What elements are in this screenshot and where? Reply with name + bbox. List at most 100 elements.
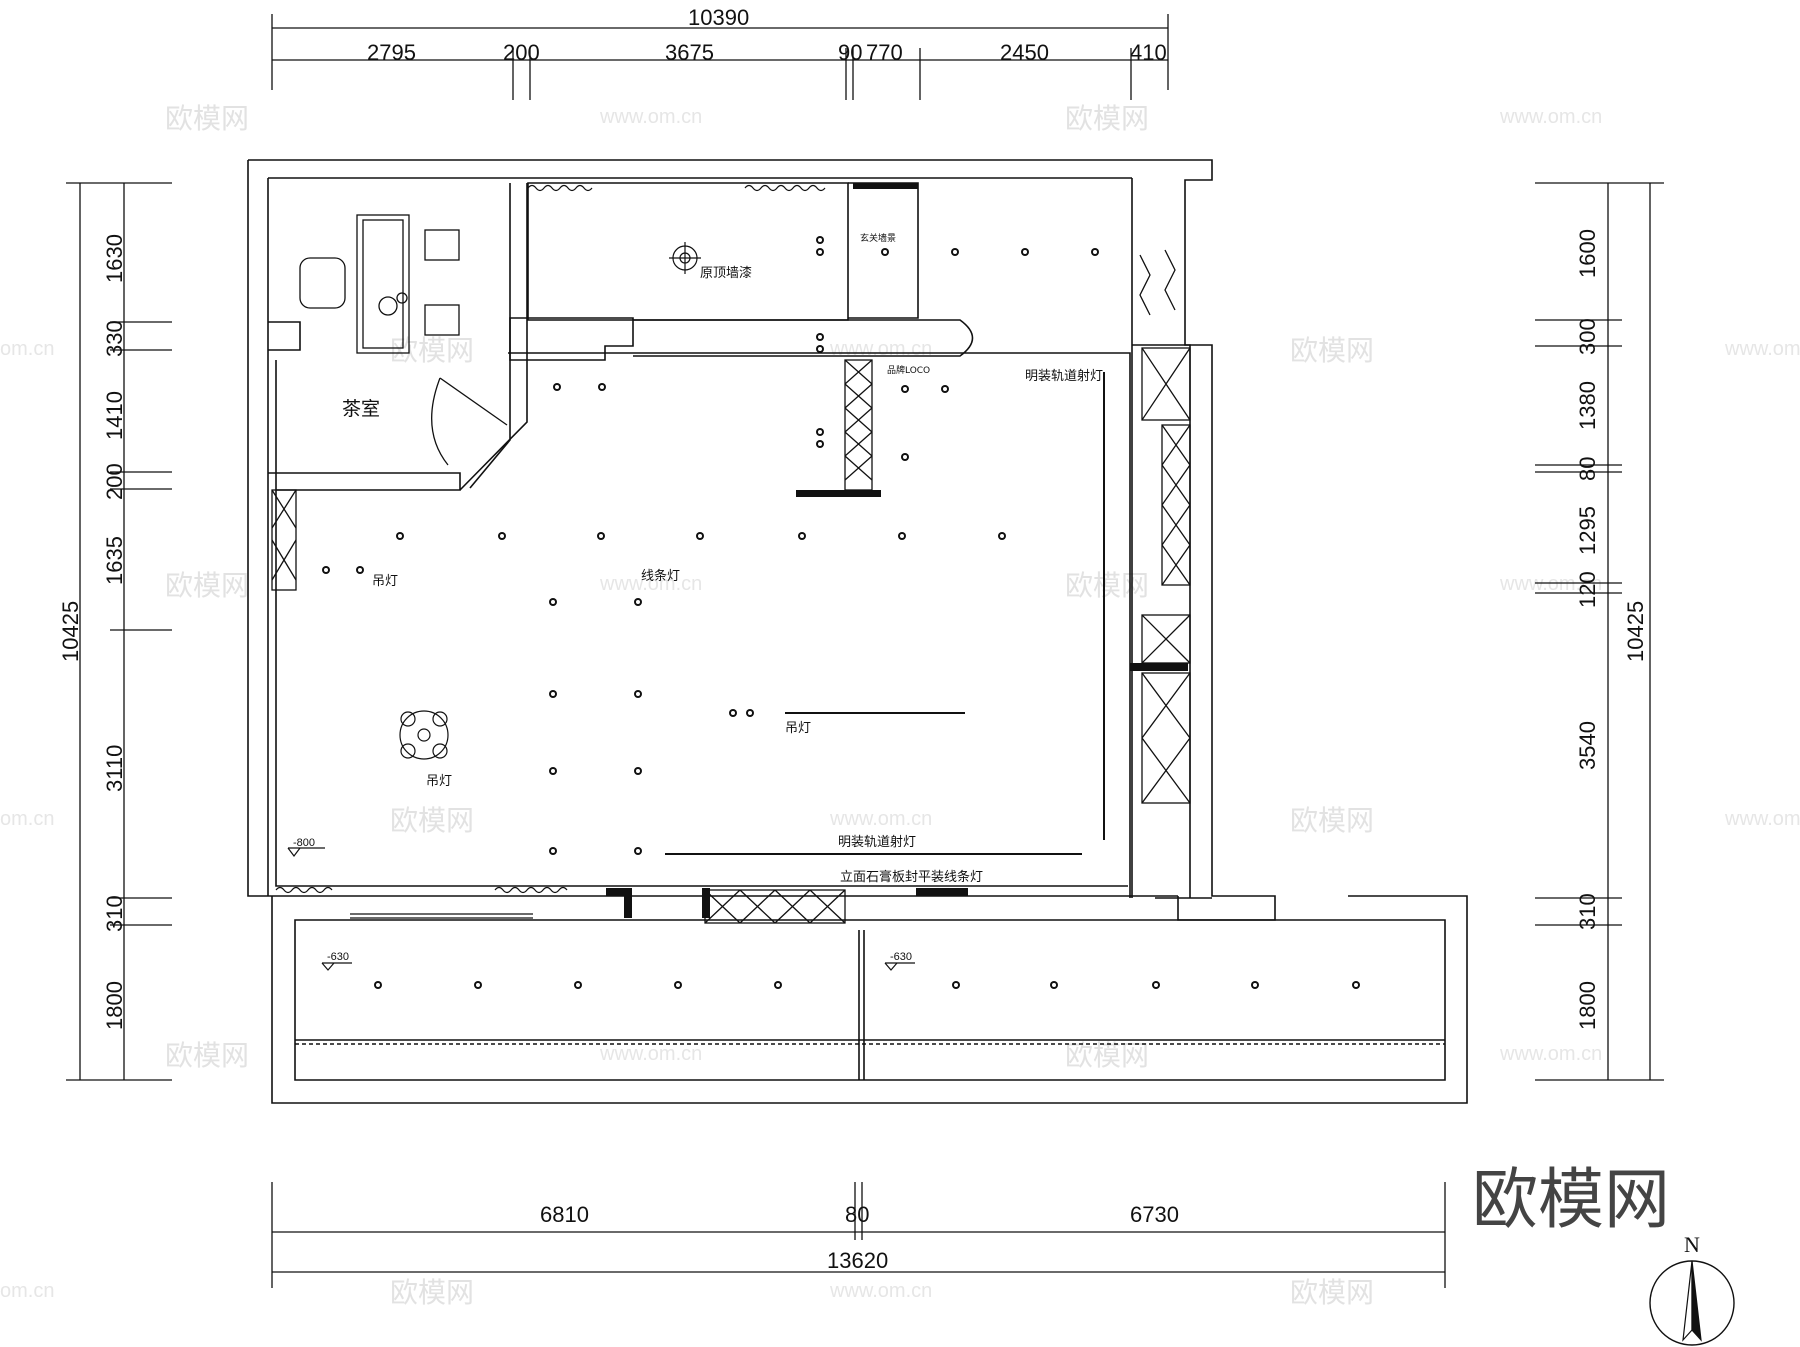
watermark-url: om.cn (0, 1280, 54, 1302)
downlight-icon-center (900, 534, 904, 538)
watermark-brand: 欧模网 (390, 1276, 474, 1309)
watermark-url: www.om.cn (599, 106, 702, 128)
curtains (275, 184, 826, 919)
downlight-icon-center (555, 385, 559, 389)
label-track-spotlight-bottom: 明装轨道射灯 (838, 834, 916, 850)
label-entrance-wall: 玄关墙景 (860, 232, 896, 244)
downlight-icon-center (551, 692, 555, 696)
downlight-icon-center (903, 387, 907, 391)
dim-top-segment: 90 (838, 40, 862, 65)
track-lights (665, 372, 1105, 855)
dim-right-segment: 1600 (1575, 229, 1600, 278)
dim-left-segment: 1410 (102, 391, 127, 440)
watermark-url: www.om.cn (599, 573, 702, 595)
dim-top-segment: 3675 (665, 40, 714, 65)
label-pendant-lamp-center: 吊灯 (785, 721, 811, 736)
downlight-icon-center (818, 335, 822, 339)
dim-left-segment: 200 (102, 463, 127, 500)
dim-right-segment: 310 (1575, 893, 1600, 930)
dim-left-segment: 330 (102, 320, 127, 357)
watermark-brand: 欧模网 (1290, 804, 1374, 837)
watermark-brand: 欧模网 (390, 804, 474, 837)
watermark-url: www.om.cn (1724, 338, 1800, 360)
downlight-icon-center (576, 983, 580, 987)
brand-logo: 欧模网 (1472, 1161, 1670, 1238)
watermark-url: www.om.cn (829, 808, 932, 830)
downlight-icon-center (776, 983, 780, 987)
dim-top-segment: 2450 (1000, 40, 1049, 65)
downlight-icon-center (551, 600, 555, 604)
downlight-icon-center (676, 983, 680, 987)
watermark-url: www.om.cn (1499, 1043, 1602, 1065)
watermark-url: www.om.cn (1499, 573, 1602, 595)
dim-bottom-segment: 80 (845, 1202, 869, 1227)
downlight-icon-center (599, 534, 603, 538)
top-dimension-chain (271, 14, 1169, 100)
downlight-icon-center (636, 692, 640, 696)
dim-right-total: 10425 (1623, 601, 1648, 662)
watermark-url: www.om.cn (829, 338, 932, 360)
watermark-brand: 欧模网 (390, 334, 474, 367)
downlight-icon-center (358, 568, 362, 572)
downlight-icon-center (551, 849, 555, 853)
dim-top-total: 10390 (688, 5, 749, 30)
elevation-main: -800 (293, 837, 315, 849)
watermark-url: www.om.cn (599, 1043, 702, 1065)
downlight-icon-center (636, 769, 640, 773)
dim-right-segment: 3540 (1575, 721, 1600, 770)
elevation-balcony-left: -630 (327, 951, 349, 963)
label-line-lamp: 线条灯 (641, 568, 680, 584)
downlight-icon-center (731, 711, 735, 715)
dim-left-segment: 1635 (102, 536, 127, 585)
cabinets (271, 347, 1191, 924)
dim-bottom-segment: 6730 (1130, 1202, 1179, 1227)
downlight-icon-center (636, 600, 640, 604)
watermark-brand: 欧模网 (165, 1039, 249, 1072)
downlight-icon-center (943, 387, 947, 391)
watermark-url: om.cn (0, 338, 54, 360)
downlight-icon-center (1253, 983, 1257, 987)
watermark-url: om.cn (0, 808, 54, 830)
downlight-icon-center (883, 250, 887, 254)
dim-left-segment: 310 (102, 895, 127, 932)
north-label: N (1684, 1232, 1700, 1257)
dim-bottom-segment: 6810 (540, 1202, 589, 1227)
dim-right-segment: 1295 (1575, 506, 1600, 555)
watermark-brand: 欧模网 (1065, 102, 1149, 135)
dim-left-segment: 3110 (102, 745, 127, 792)
folding-door (1139, 249, 1176, 316)
watermark-brand: 欧模网 (1290, 334, 1374, 367)
label-facade-gypsum-line-lamp: 立面石膏板封平装线条灯 (840, 869, 983, 885)
downlight-icon-center (800, 534, 804, 538)
downlight-icon-center (551, 769, 555, 773)
downlight-icon-center (818, 238, 822, 242)
downlight-icon-center (1154, 983, 1158, 987)
dim-top-segment: 770 (866, 40, 903, 65)
downlight-icon-center (476, 983, 480, 987)
downlight-icon-center (398, 534, 402, 538)
downlight-icon-center (698, 534, 702, 538)
downlight-icon-center (1052, 983, 1056, 987)
downlight-icon-center (600, 385, 604, 389)
downlight-icon-center (818, 347, 822, 351)
building-walls (247, 159, 1468, 1104)
tea-table-set (299, 214, 460, 354)
dim-left-segment: 1630 (102, 234, 127, 283)
spotlight-group (322, 236, 1360, 989)
downlight-icon-center (954, 983, 958, 987)
downlight-icon-center (1023, 250, 1027, 254)
dim-right-segment: 1800 (1575, 981, 1600, 1030)
dim-top-segment: 410 (1130, 40, 1167, 65)
bottom-dimension-chain (271, 1182, 1446, 1288)
label-pendant-lamp-table: 吊灯 (426, 774, 452, 789)
dim-top-segment: 2795 (367, 40, 416, 65)
chandelier-fixture (399, 710, 449, 760)
dim-left-total: 10425 (58, 601, 83, 662)
watermark-brand: 欧模网 (1065, 569, 1149, 602)
dim-right-segment: 80 (1575, 457, 1600, 481)
dim-top-segment: 200 (503, 40, 540, 65)
downlight-icon-center (636, 849, 640, 853)
dim-right-segment: 300 (1575, 318, 1600, 355)
watermark-url: www.om.cn (1724, 808, 1800, 830)
